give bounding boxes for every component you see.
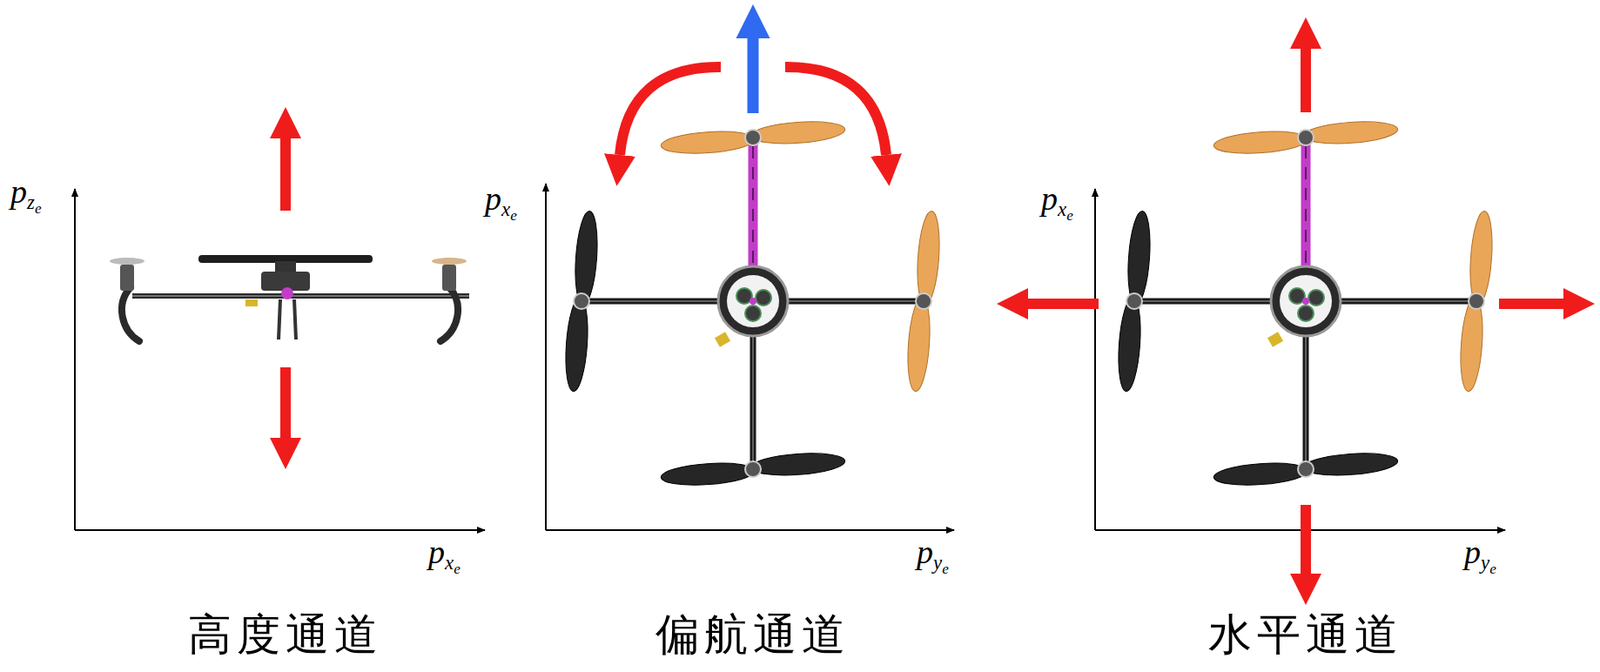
channel-caption: 偏航通道	[655, 611, 851, 659]
channel-caption: 水平通道	[1208, 611, 1404, 659]
axis-label: pxe	[484, 181, 518, 225]
axis-label: pxe	[428, 534, 461, 579]
axes	[74, 188, 485, 531]
axis-label: pye	[916, 534, 949, 579]
channel-caption: 高度通道	[188, 611, 384, 659]
top-view-drone	[563, 119, 942, 489]
motion-arrows	[285, 138, 287, 438]
axis-label: pye	[1464, 534, 1497, 579]
motion-arrows	[619, 38, 887, 155]
axis-label: pze	[10, 174, 41, 218]
axes	[1095, 188, 1506, 531]
axis-label: pxe	[1041, 181, 1074, 225]
top-view-drone	[1115, 119, 1495, 489]
side-view-drone	[109, 255, 470, 342]
motion-arrows	[1028, 48, 1564, 574]
